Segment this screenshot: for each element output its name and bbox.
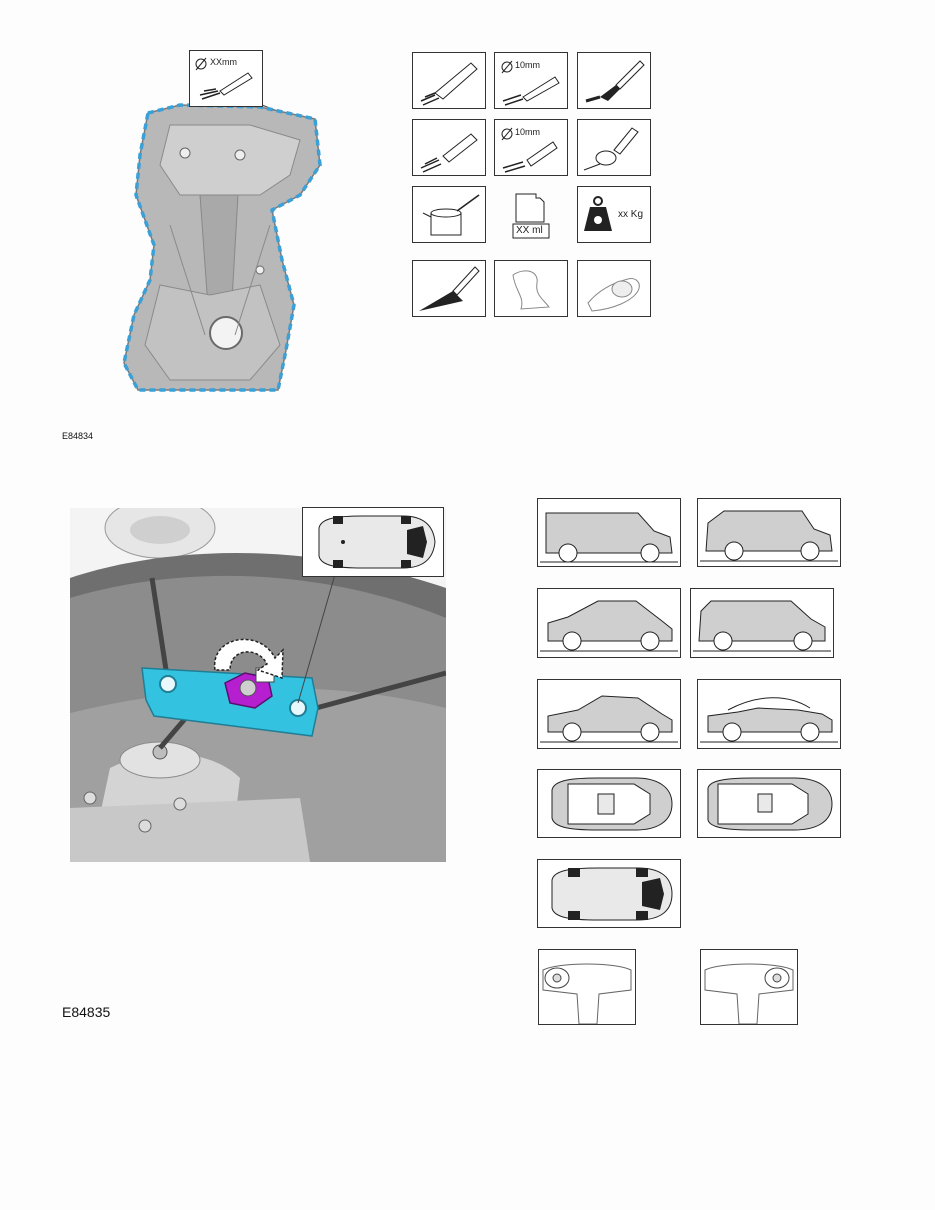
timing-cover-illustration — [122, 103, 322, 392]
bead-diameter-callout: XXmm — [189, 50, 263, 107]
chassis-top-icon — [318, 515, 436, 569]
tool-icon-text: xx Kg — [618, 209, 644, 220]
convertible-side-icon — [697, 679, 841, 749]
sealant-nozzle-icon — [412, 119, 486, 176]
scraper-icon — [412, 260, 486, 317]
estate-side-icon — [690, 588, 834, 658]
chassis-top-icon — [537, 859, 681, 928]
hatchback-side-icon — [537, 588, 681, 658]
tool-icon-text: 10mm — [515, 127, 541, 137]
coupe-side-icon — [537, 679, 681, 749]
sealant-nozzle-10mm-icon: 10mm — [494, 119, 568, 176]
figure-label-e84835: E84835 — [62, 1004, 111, 1020]
vehicle-location-inset — [302, 507, 444, 577]
sealant-tube-icon — [412, 52, 486, 109]
dashboard-rhd-icon — [700, 949, 798, 1025]
sealant-tube-10mm-icon: 10mm — [494, 52, 568, 109]
tool-icon-text: 10mm — [515, 60, 541, 70]
tool-icon-grid: 10mm 10mm XX ml xx Kg — [412, 52, 652, 317]
fuel-tank-underbody-illustration — [70, 508, 446, 862]
roller-icon — [577, 119, 651, 176]
oil-can-icon — [412, 186, 486, 243]
cloth-icon — [494, 260, 568, 317]
figure-label-e84834: E84834 — [62, 431, 94, 441]
estate-top-icon — [697, 769, 841, 838]
tool-icon-text: XX ml — [516, 225, 543, 236]
measuring-jug-icon: XX ml — [512, 192, 550, 240]
sedan-top-icon — [537, 769, 681, 838]
brush-icon — [577, 52, 651, 109]
bead-diameter-text: XXmm — [210, 57, 237, 67]
dashboard-lhd-icon — [538, 949, 636, 1025]
hand-cleaning-icon — [577, 260, 651, 317]
weight-icon: xx Kg — [577, 186, 651, 243]
sealant-nozzle-icon — [195, 57, 253, 100]
van-side-icon — [537, 498, 681, 567]
suv-side-icon — [697, 498, 841, 567]
